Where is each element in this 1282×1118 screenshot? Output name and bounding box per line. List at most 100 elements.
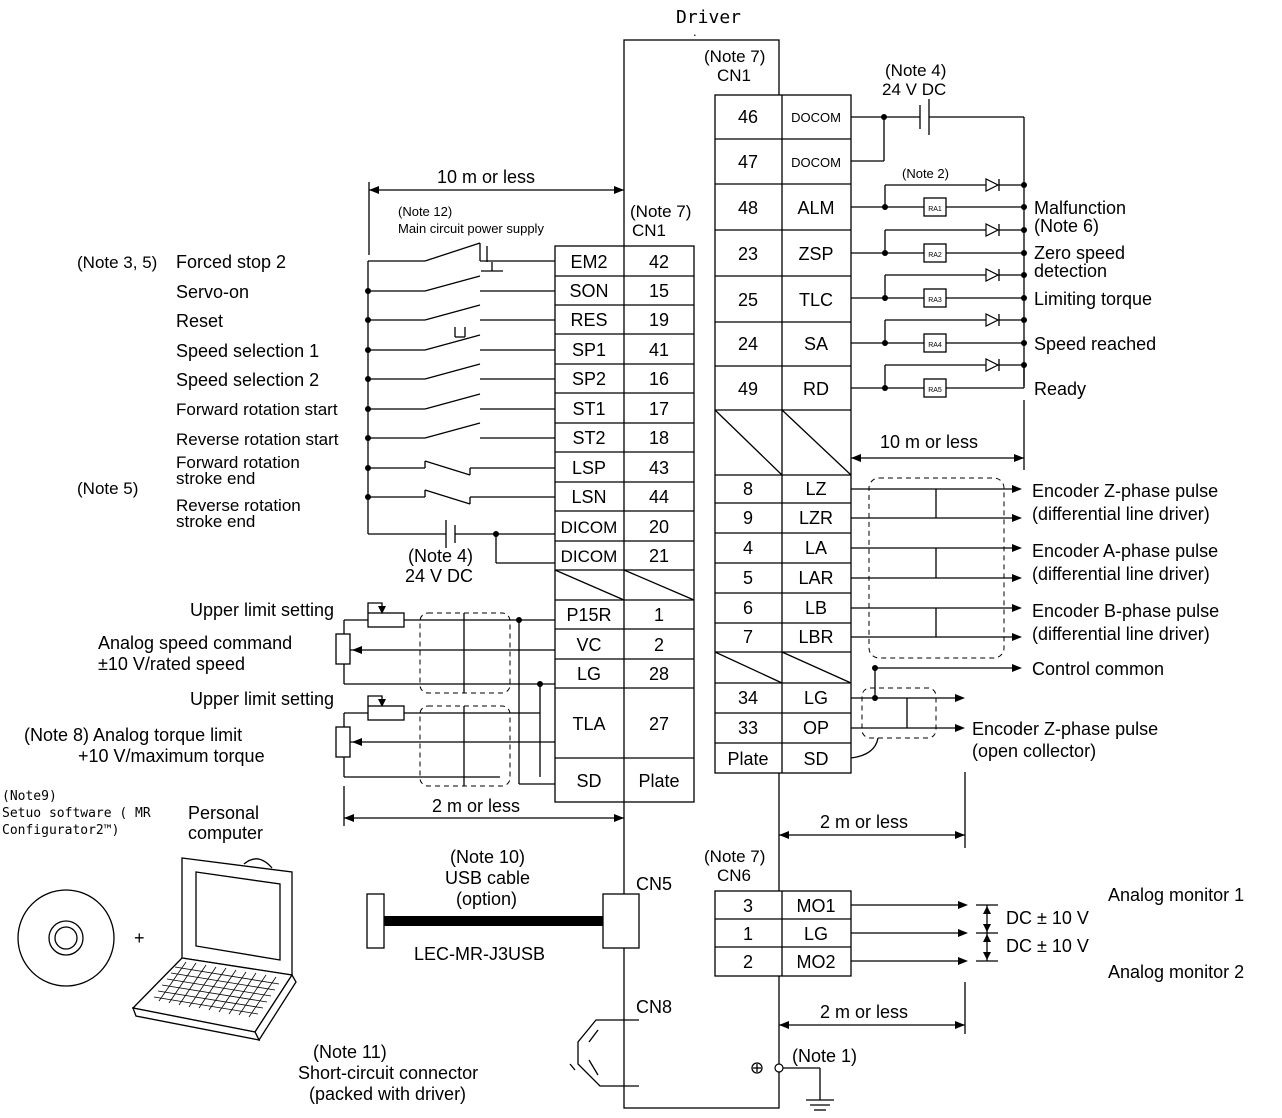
encoder-outputs — [850, 477, 1022, 759]
cn1-right-pin-8: 8 — [743, 479, 753, 499]
cn1-right-pin-16: 33 — [738, 718, 758, 738]
cn1-left-table: EM2 42 SON 15 RES 19 SP1 41 SP2 16 ST1 1… — [554, 245, 695, 803]
cn1-left-sig-10: DICOM — [561, 547, 618, 566]
note9-line2: Configurator2™) — [2, 823, 119, 838]
label-enc-z-oc: Encoder Z-phase pulse — [972, 719, 1158, 739]
note4-bottom: (Note 4) — [408, 546, 473, 566]
label-torque-2: +10 V/maximum torque — [78, 746, 265, 766]
cn1-left-sig-8: LSN — [571, 487, 606, 507]
note4-top: (Note 4) — [885, 61, 946, 80]
cn1-right-pin-11: 5 — [743, 568, 753, 588]
cn1-right-sig-8: LZ — [805, 479, 826, 499]
cd-disc-icon — [17, 889, 115, 987]
label-enc-a-2: (differential line driver) — [1032, 564, 1210, 584]
cn1-right-sig-9: LZR — [799, 508, 833, 528]
label-zero-speed: Zero speed — [1034, 243, 1125, 263]
cn1-left-pin-9: 20 — [649, 517, 669, 537]
cn1-right-sig-15: LG — [804, 688, 828, 708]
ground-symbol — [751, 1062, 834, 1111]
cn1-left-sig-3: SP1 — [572, 340, 606, 360]
cn1-right-pin-10: 4 — [743, 538, 753, 558]
cn5-label: CN5 — [636, 874, 672, 894]
relay-ra2: RA2 — [928, 252, 942, 259]
cn6-note: (Note 7) — [704, 847, 765, 866]
note12-label: (Note 12) — [398, 204, 452, 219]
label-em2: Forced stop 2 — [176, 252, 286, 272]
note4-bottom-24v: 24 V DC — [405, 566, 473, 586]
label-upper-limit-2: Upper limit setting — [190, 689, 334, 709]
cn6-table: 3 MO1 1 LG 2 MO2 — [714, 890, 852, 977]
cn1-right-pin-15: 34 — [738, 688, 758, 708]
label-lsp-2: stroke end — [176, 469, 255, 488]
label-limiting-torque: Limiting torque — [1034, 289, 1152, 309]
cn1-left-sig-7: LSP — [572, 458, 606, 478]
cn1-right-sig-11: LAR — [798, 568, 833, 588]
cn1-left-sig-0: EM2 — [570, 252, 607, 272]
dim-left-top-label: 10 m or less — [437, 167, 535, 187]
label-em2-note: (Note 3, 5) — [77, 253, 157, 272]
cn8-label: CN8 — [636, 997, 672, 1017]
cn1-left-pin-5: 17 — [649, 399, 669, 419]
analog-monitor — [851, 901, 998, 965]
cn1-right-sig-5: SA — [804, 334, 828, 354]
svg-text:.: . — [693, 24, 697, 39]
cn1-left-pin-0: 42 — [649, 252, 669, 272]
dim-left-top — [368, 182, 624, 255]
note1-label: (Note 1) — [792, 1046, 857, 1066]
usb-option: (option) — [456, 889, 517, 909]
cn1-left-sig-6: ST2 — [572, 428, 605, 448]
note11-line1: Short-circuit connector — [298, 1063, 478, 1083]
cn1-right-sig-13: LBR — [798, 627, 833, 647]
cn1-left-sig-15: TLA — [572, 714, 605, 734]
cn1-left-pin-7: 43 — [649, 458, 669, 478]
label-mon1: Analog monitor 1 — [1108, 885, 1244, 905]
cn1-right-pin-17: Plate — [727, 749, 768, 769]
cn1-left-pin-12: 1 — [654, 605, 664, 625]
label-enc-z: Encoder Z-phase pulse — [1032, 481, 1218, 501]
label-lsn-2: stroke end — [176, 512, 255, 531]
label-st1: Forward rotation start — [176, 400, 338, 419]
cn1-left-pin-1: 15 — [649, 281, 669, 301]
label-speed-cmd-2: ±10 V/rated speed — [98, 654, 245, 674]
cn1-left-pin-6: 18 — [649, 428, 669, 448]
label-speed-reached: Speed reached — [1034, 334, 1156, 354]
cn1-left-sig-2: RES — [570, 310, 607, 330]
note2-label: (Note 2) — [902, 166, 949, 181]
cn1-right-sig-16: OP — [803, 718, 829, 738]
label-ready: Ready — [1034, 379, 1086, 399]
cn1-right-pin-2: 48 — [738, 198, 758, 218]
label-mon2: Analog monitor 2 — [1108, 962, 1244, 982]
label-malfunction: Malfunction — [1034, 198, 1126, 218]
label-upper-limit-1: Upper limit setting — [190, 600, 334, 620]
dim-right-top-label: 10 m or less — [880, 432, 978, 452]
cn1-left-sig-4: SP2 — [572, 369, 606, 389]
label-dc1: DC ± 10 V — [1006, 908, 1089, 928]
label-enc-b: Encoder B-phase pulse — [1032, 601, 1219, 621]
cn1-right-sig-6: RD — [803, 379, 829, 399]
cn1-right-note: (Note 7) — [704, 47, 765, 66]
dim-right-bottom — [779, 982, 966, 1034]
cn1-right-sig-12: LB — [805, 598, 827, 618]
note9-label: (Note9) — [2, 789, 57, 804]
cn1-right-sig-17: SD — [803, 749, 828, 769]
cn1-right-pin-12: 6 — [743, 598, 753, 618]
laptop-icon — [131, 857, 297, 1042]
short-circuit-connector — [569, 1019, 639, 1087]
cn6-pin-2: 2 — [743, 952, 753, 972]
label-enc-z-oc-2: (open collector) — [972, 741, 1096, 761]
note9-line1: Setuo software ( MR — [2, 806, 151, 821]
relay-ra4: RA4 — [928, 342, 942, 349]
label-note6: (Note 6) — [1034, 216, 1099, 236]
cn1-right-pin-9: 9 — [743, 508, 753, 528]
cn1-left-pin-13: 2 — [654, 635, 664, 655]
cn1-left-sig-12: P15R — [566, 605, 611, 625]
cn1-right-sig-4: TLC — [799, 290, 833, 310]
dim-right-mid — [779, 772, 966, 848]
dim-right-mid-label: 2 m or less — [820, 812, 908, 832]
cn1-right-pin-3: 23 — [738, 244, 758, 264]
cn6-label: CN6 — [717, 866, 751, 885]
label-control-common: Control common — [1032, 659, 1164, 679]
label-personal: Personal — [188, 803, 259, 823]
